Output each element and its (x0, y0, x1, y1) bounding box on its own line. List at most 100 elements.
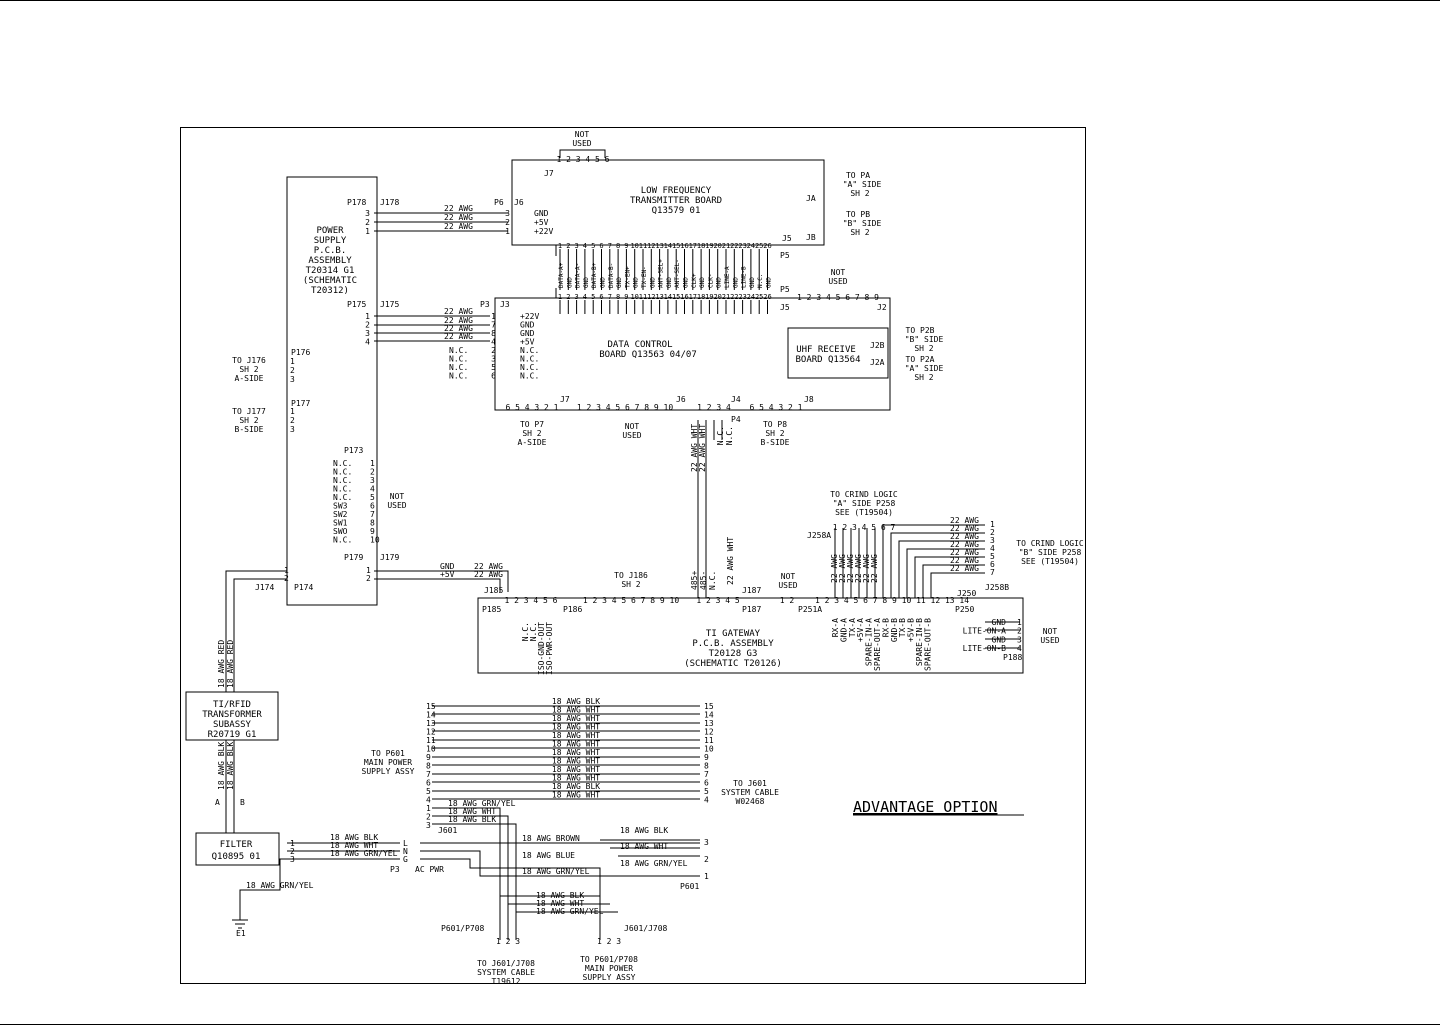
uhf-receive-board (787, 327, 889, 379)
not-used-p188-1: NOT (1043, 627, 1058, 636)
to-p7-1: TO P7 (520, 420, 544, 429)
j258a-awg: 22 AWG (862, 554, 871, 583)
p188-label: P188 (1003, 653, 1022, 662)
j3-signal: GND (520, 321, 535, 330)
j258b-awg: 22 AWG (950, 548, 979, 557)
j601-left-pin-10: 10 (426, 745, 436, 754)
p173-signal: N.C. (333, 468, 352, 477)
j5-bot-pin-3: 3 (574, 293, 578, 301)
j601-left-pin-13: 13 (426, 719, 436, 728)
to-p2b-2: "B" SIDE (905, 335, 944, 344)
j258a-pins: 1 2 3 4 5 6 7 (833, 523, 896, 532)
j3-label: J3 (500, 300, 510, 309)
j5-top-pin-16: 16 (680, 242, 688, 250)
j5-top-pin-14: 14 (664, 242, 672, 250)
transformer-subassy (185, 691, 279, 741)
j5-signal-3: DATA-A- (575, 263, 582, 288)
j5-bot-pin-18: 18 (697, 293, 705, 301)
j3-signal: N.C. (520, 372, 539, 381)
j258b-pin-1: 1 (990, 520, 995, 529)
j601-wire-color: 18 AWG WHT (552, 791, 600, 800)
p173-signal: SW2 (333, 510, 348, 519)
awg-grn-ac: 18 AWG GRN/YEL (522, 867, 590, 876)
awg-p601-wht: 18 AWG WHT (620, 842, 668, 851)
awg-brown: 18 AWG BROWN (522, 834, 580, 843)
j258a-awg: 22 AWG (846, 554, 855, 583)
j5-bot-pin-19: 19 (705, 293, 713, 301)
j5-top-pin-17: 17 (689, 242, 697, 250)
filter-title-1: FILTER (220, 840, 253, 850)
j5-top-pin-18: 18 (697, 242, 705, 250)
awg-wht-j187: 22 AWG WHT (726, 537, 735, 585)
to-p8-1: TO P8 (763, 420, 787, 429)
j185-label: J185 (484, 586, 503, 595)
j3-pin-4: 4 (491, 338, 496, 347)
to-pb-1: TO PB (846, 210, 870, 219)
p173-pin-2: 2 (370, 468, 375, 477)
j250-signal: SPARE-OUT-B (923, 618, 932, 671)
ac-pwr-label: AC PWR (415, 865, 444, 874)
j5-top-label: J5 (782, 234, 792, 243)
awg-ground: 18 AWG GRN/YEL (246, 881, 314, 890)
j601-right-pin-6: 6 (704, 779, 709, 788)
p3-ac-label: P3 (390, 865, 400, 874)
p5-bot-label: P5 (780, 285, 790, 294)
j5-bot-pin-17: 17 (689, 293, 697, 301)
j601-wire-color: 18 AWG WHT (552, 706, 600, 715)
to-pa-3: SH 2 (850, 189, 869, 198)
lf-title-2: TRANSMITTER BOARD (630, 196, 722, 206)
j258b-pin-3: 3 (990, 536, 995, 545)
filter-pin-3: 3 (290, 855, 295, 864)
j6-pin-2: 2 (505, 218, 510, 227)
j5-top-pin-23: 23 (738, 242, 746, 250)
ja-label: JA (806, 194, 816, 203)
j6-pin-3: 3 (505, 209, 510, 218)
j250-signal: +5V-B (907, 618, 916, 642)
j5-bot-pin-11: 11 (639, 293, 647, 301)
p177-pin-3: 3 (290, 425, 295, 434)
j5-signal-15: ANT-SEL- (674, 259, 681, 288)
j5-signal-20: GND (716, 277, 723, 288)
j601-right-pin-5: 5 (704, 787, 709, 796)
j601-left-pin-11: 11 (426, 736, 436, 745)
j185-pins: 1 2 3 4 5 6 (505, 596, 558, 605)
j5-bot-pin-13: 13 (655, 293, 663, 301)
awg-j601-wht: 18 AWG WHT (448, 807, 496, 816)
j178-pin-2: 2 (365, 218, 370, 227)
ps-title-6: (SCHEMATIC (303, 276, 357, 286)
j601-left-pin-9: 9 (426, 753, 431, 762)
j175-pin-3: 3 (365, 329, 370, 338)
j3-pin-8: 8 (491, 329, 496, 338)
j5-bot-pin-14: 14 (664, 293, 672, 301)
j258b-pin-6: 6 (990, 560, 995, 569)
gw-title-3: T20128 G3 (709, 649, 758, 659)
j5-signal-26: GND (766, 277, 773, 288)
awg-j178-3: 22 AWG (444, 222, 473, 231)
j3-pin-6: 6 (491, 372, 496, 381)
p250-label: P250 (955, 605, 974, 614)
to-j601-j708-3: T19612 (492, 977, 521, 986)
j601-wire-color: 18 AWG WHT (552, 714, 600, 723)
j5-bot-pin-23: 23 (738, 293, 746, 301)
p601-pin-2: 2 (704, 855, 709, 864)
j258b-pin-4: 4 (990, 544, 995, 553)
lf-transmitter-board (511, 159, 825, 246)
j5-signal-22: GND (732, 277, 739, 288)
p174-label: P174 (294, 583, 313, 592)
j6-signal: GND (534, 209, 549, 218)
j5-bot-pin-7: 7 (608, 293, 612, 301)
ac-N: N (403, 847, 408, 856)
j185-signal: N.C. (529, 622, 538, 641)
p251a-pins: 1 2 (780, 596, 795, 605)
j5-top-pin-20: 20 (713, 242, 721, 250)
j3-signal: +22V (520, 312, 539, 321)
j5-bot-pin-12: 12 (647, 293, 655, 301)
p177-pin-2: 2 (290, 416, 295, 425)
j601-left-pin-5: 5 (426, 787, 431, 796)
j5-signal-18: GND (699, 277, 706, 288)
j2-pins: 1 2 3 4 5 6 7 8 9 (797, 293, 879, 302)
ac-L: L (403, 839, 408, 848)
j601-right-pin-10: 10 (704, 745, 714, 754)
p186-label: P186 (563, 605, 582, 614)
